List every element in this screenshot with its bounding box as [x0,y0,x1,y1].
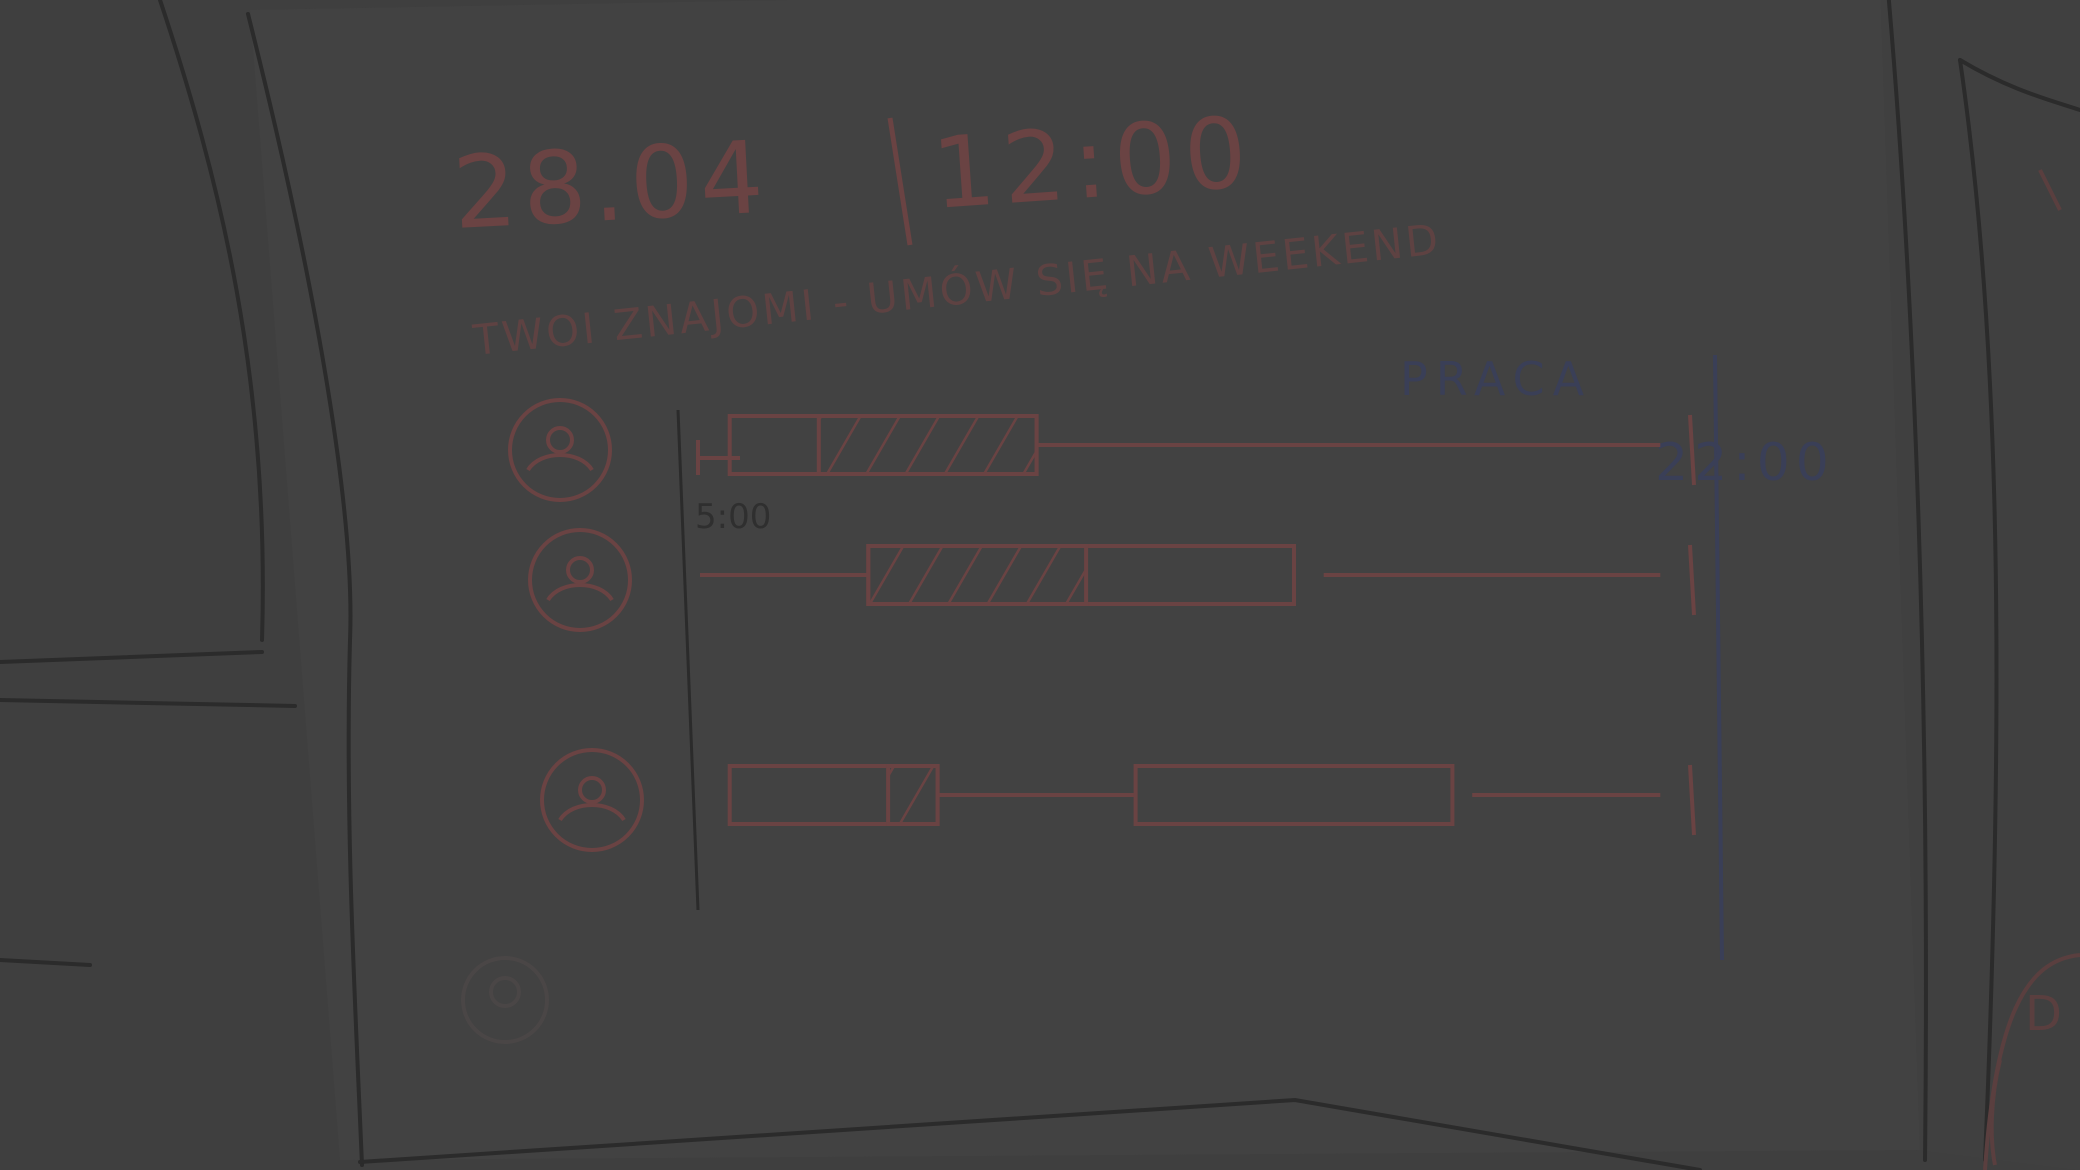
work-label-text: PRACA [1400,352,1592,406]
work-block [866,544,1089,606]
add-person-icon [461,956,549,1044]
time-text: 12:00 [929,96,1259,232]
start-time-text: 5:00 [695,497,771,537]
avatar-body [526,453,594,472]
end-tick [1688,764,1696,836]
right-edge-label: D [2025,986,2062,1042]
work-block [816,414,1039,476]
phone-frame-left [0,0,364,1167]
header-divider [887,117,913,246]
end-time-text: 22:00 [1655,433,1835,493]
end-tick [1688,544,1696,616]
person-avatar-icon [540,748,644,852]
avatar-head [566,556,594,584]
phone-frame-right [358,0,2080,1170]
avatar-head [578,776,606,804]
avatar-head [546,426,574,454]
work-block [886,764,940,826]
person-avatar-icon [508,398,612,502]
timeline-start-line [676,409,700,911]
date-text: 28.04 [450,119,772,252]
avatar-body [558,803,626,822]
person-avatar-icon [528,528,632,632]
timeline-end-line [1713,354,1724,961]
avatar-body [546,583,614,602]
end-tick [1688,414,1696,486]
paper-fold-right [1880,0,2080,1170]
friends-schedule [461,398,1696,1044]
extra-avatar-head [489,976,521,1008]
busy-block [1133,764,1455,826]
right-edge-frame [1983,953,2080,1170]
